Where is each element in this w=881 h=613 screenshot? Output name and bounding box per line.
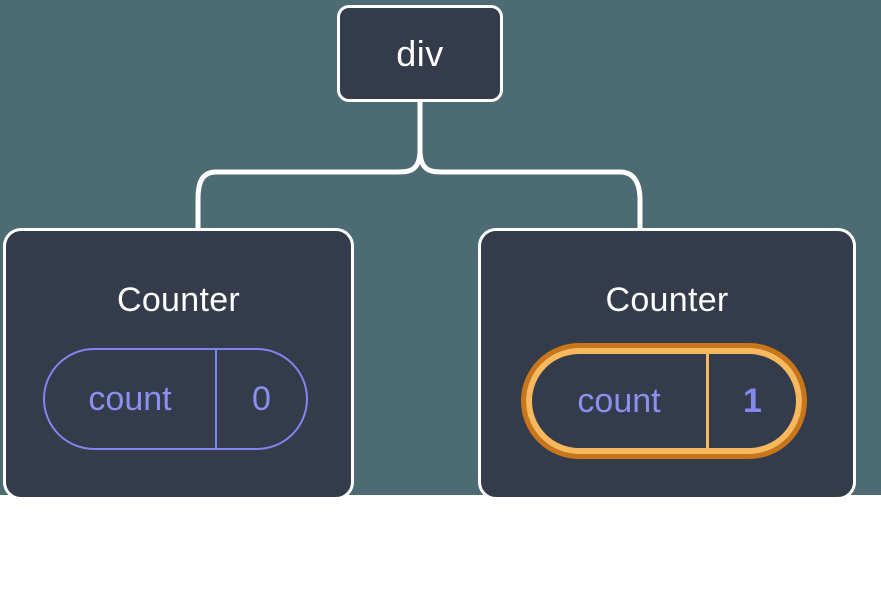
diagram-canvas: div Counter count 0 Counter count 1 (0, 0, 881, 500)
counter-right-title: Counter (605, 281, 729, 319)
node-counter-left[interactable]: Counter count 0 (3, 228, 354, 500)
node-div-label: div (396, 32, 444, 74)
state-pill-count-left[interactable]: count 0 (43, 348, 308, 450)
state-value-label: 1 (743, 381, 762, 420)
edge-to-counter-right (417, 147, 643, 231)
counter-left-title: Counter (116, 281, 241, 319)
state-pill-inner-ring: count 1 (526, 348, 802, 454)
state-key-label: count (45, 350, 217, 448)
node-div[interactable]: div (337, 5, 503, 102)
node-counter-right[interactable]: Counter count 1 (478, 228, 856, 500)
state-pill-count-right[interactable]: count 1 (521, 343, 807, 459)
connector-edges (195, 99, 643, 231)
state-key-label: count (532, 354, 709, 448)
edge-to-counter-left (195, 147, 423, 231)
state-value-label: 0 (252, 379, 271, 418)
